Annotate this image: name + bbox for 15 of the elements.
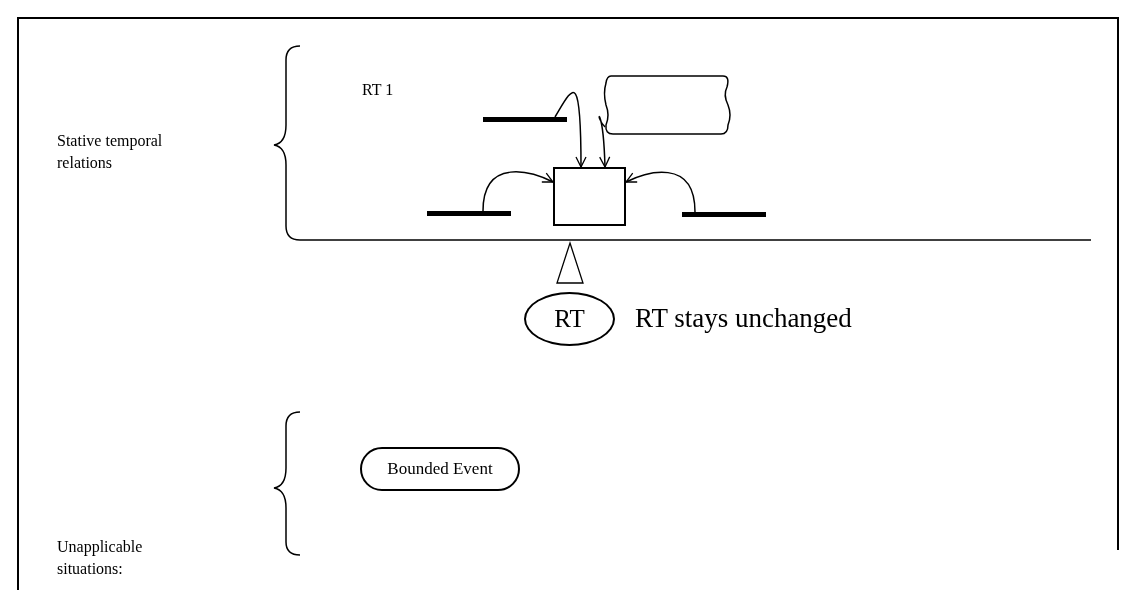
curved-arrow: [598, 115, 611, 168]
ellipse-node: RT: [524, 292, 615, 346]
group-label: RT 1: [362, 80, 395, 100]
timeline-bar: [483, 117, 567, 122]
curved-arrow: [482, 171, 554, 212]
timeline-bar: [427, 211, 511, 216]
curved-arrow: [625, 171, 696, 213]
curved-arrow: [554, 91, 587, 168]
group-label: Stative temporal relations: [57, 131, 164, 173]
square-box: [553, 167, 626, 226]
group-label: Unapplicable situations:: [57, 537, 144, 579]
node-caption: RT stays unchanged: [635, 305, 852, 332]
rounded-box: Bounded Event: [360, 447, 520, 491]
wavy-box: [603, 75, 731, 135]
timeline-bar: [682, 212, 766, 217]
